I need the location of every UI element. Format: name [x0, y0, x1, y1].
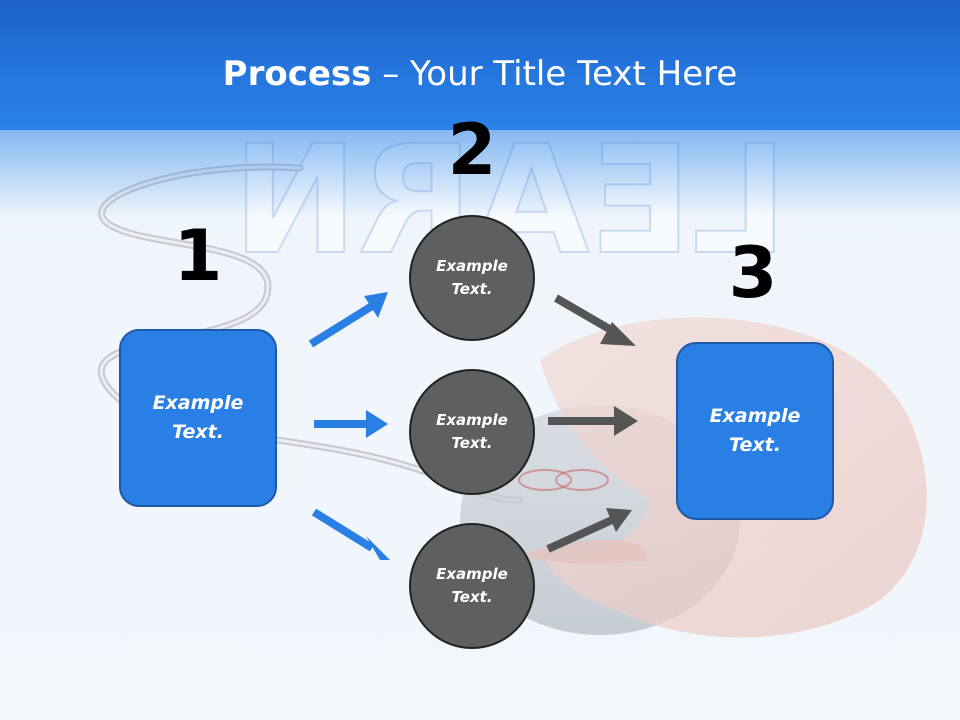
step-1-box: Example Text. — [119, 329, 277, 507]
circle-top-label: Example Text. — [436, 257, 508, 298]
step-3-box: Example Text. — [676, 342, 834, 520]
gray-arrow-down — [553, 294, 636, 346]
title-bar — [0, 0, 960, 130]
blue-arrow-right — [314, 410, 388, 438]
gray-arrow-up — [546, 508, 632, 553]
slide-title: Process – Your Title Text Here — [0, 52, 960, 96]
circle-middle-label: Example Text. — [436, 411, 508, 452]
step-number-1: 1 — [173, 215, 223, 297]
circle-top: Example Text. — [409, 215, 535, 341]
step-number-3: 3 — [728, 232, 778, 314]
blue-arrow-up — [308, 292, 388, 348]
step-number-2: 2 — [447, 109, 497, 191]
gray-arrow-right — [548, 406, 638, 436]
step-3-label: Example Text. — [709, 405, 801, 456]
circle-bottom-label: Example Text. — [436, 565, 508, 606]
blue-arrow-down — [311, 508, 390, 560]
title-bar-fade — [0, 128, 960, 218]
title-dash: – — [371, 54, 411, 94]
circle-bottom: Example Text. — [409, 523, 535, 649]
title-bold-part: Process — [222, 54, 372, 94]
step-1-label: Example Text. — [152, 392, 244, 443]
title-rest: Your Title Text Here — [410, 54, 738, 94]
circle-middle: Example Text. — [409, 369, 535, 495]
